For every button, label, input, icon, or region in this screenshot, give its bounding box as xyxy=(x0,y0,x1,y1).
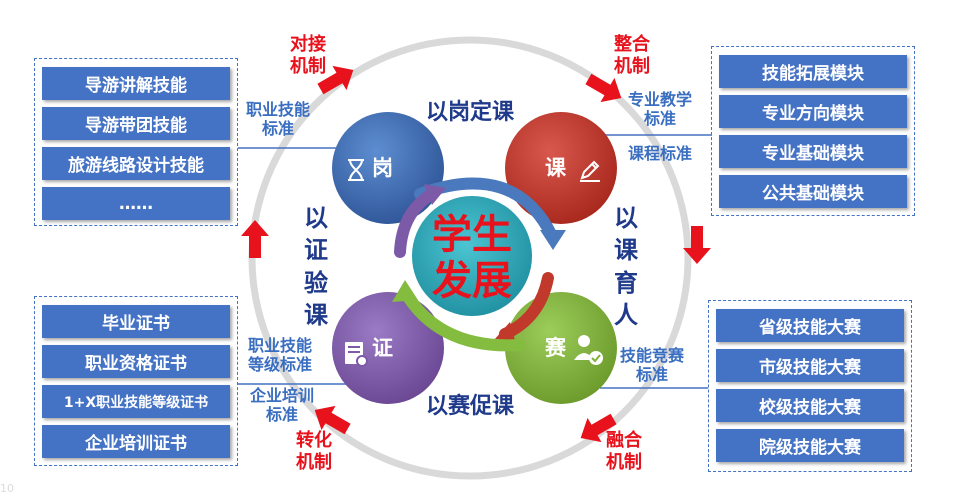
panel-item: 旅游线路设计技能 xyxy=(42,147,230,180)
red-arrow-right xyxy=(683,226,711,264)
mechanism-top-right: 整合 机制 xyxy=(614,34,650,77)
certificate-icon xyxy=(345,342,368,367)
center-line-1: 学生 xyxy=(432,212,512,258)
cycle-arrow-green xyxy=(399,286,526,352)
center-line-2: 发展 xyxy=(432,258,512,304)
mechanism-bottom-right-line-1: 融合 xyxy=(606,430,642,451)
panel-skills: 导游讲解技能 导游带团技能 旅游线路设计技能 …… xyxy=(34,58,238,226)
panel-item: 1+X职业技能等级证书 xyxy=(42,385,230,418)
panel-item: 导游讲解技能 xyxy=(42,67,230,100)
main-label-left: 以证验课 xyxy=(304,204,328,330)
panel-item: 企业培训证书 xyxy=(42,425,230,458)
standard-top-left: 职业技能 标准 xyxy=(246,100,310,138)
mechanism-top-left: 对接 机制 xyxy=(290,34,326,77)
standard-bottom-left-cert-line-1: 职业技能 xyxy=(248,336,313,355)
standard-bottom-left-training-line-1: 企业培训 xyxy=(250,386,315,405)
node-label-sai: 赛 xyxy=(545,336,566,360)
standard-bottom-right-line-1: 技能竞赛 xyxy=(620,346,685,365)
panel-item: 院级技能大赛 xyxy=(716,429,904,462)
standard-top-right-line-2: 标准 xyxy=(644,109,677,129)
panel-item: …… xyxy=(42,187,230,220)
standard-bottom-right-line-2: 标准 xyxy=(636,365,669,385)
mechanism-top-left-line-1: 对接 xyxy=(290,34,326,55)
standard-top-right: 专业教学 标准 xyxy=(628,90,692,128)
main-label-right: 以课育人 xyxy=(614,204,638,330)
panel-competitions: 省级技能大赛 市级技能大赛 校级技能大赛 院级技能大赛 xyxy=(708,300,912,472)
mechanism-bottom-right-line-2: 机制 xyxy=(606,451,642,473)
user-check-icon xyxy=(574,335,603,365)
red-arrow-top-right xyxy=(585,73,622,103)
panel-item: 省级技能大赛 xyxy=(716,309,904,342)
cycle-arrow-green-head xyxy=(392,280,418,302)
mechanism-top-right-line-2: 机制 xyxy=(614,55,650,77)
standard-bottom-right: 技能竞赛 标准 xyxy=(620,346,684,384)
standard-bottom-left-training: 企业培训 标准 xyxy=(250,386,314,424)
hourglass-icon xyxy=(348,159,364,181)
red-arrow-left xyxy=(241,220,269,258)
mechanism-top-left-line-2: 机制 xyxy=(290,55,326,77)
panel-item: 校级技能大赛 xyxy=(716,389,904,422)
panel-item: 专业方向模块 xyxy=(719,95,907,128)
center-circle xyxy=(412,196,532,316)
standard-bottom-left-cert: 职业技能 等级标准 xyxy=(248,336,312,374)
panel-item: 职业资格证书 xyxy=(42,345,230,378)
standard-bottom-left-training-line-2: 标准 xyxy=(266,405,299,425)
standard-top-right-course: 课程标准 xyxy=(628,144,693,163)
cycle-arrow-red-head xyxy=(494,322,516,344)
panel-item: 市级技能大赛 xyxy=(716,349,904,382)
standard-top-left-line-1: 职业技能 xyxy=(246,100,311,119)
node-circle-ke xyxy=(505,112,617,224)
panel-item: 毕业证书 xyxy=(42,305,230,338)
standard-bottom-left-cert-line-2: 等级标准 xyxy=(248,355,313,375)
main-label-top: 以岗定课 xyxy=(426,100,515,125)
mechanism-bottom-right: 融合 机制 xyxy=(606,430,642,473)
red-arrow-bottom-left xyxy=(314,405,351,435)
panel-modules: 技能拓展模块 专业方向模块 专业基础模块 公共基础模块 xyxy=(711,46,915,216)
mechanism-top-right-line-1: 整合 xyxy=(614,34,650,55)
center-title: 学生 发展 xyxy=(432,212,512,304)
panel-certificates: 毕业证书 职业资格证书 1+X职业技能等级证书 企业培训证书 xyxy=(34,296,238,466)
cycle-arrow-purple-head xyxy=(424,184,446,205)
page-number: 10 xyxy=(0,482,14,495)
red-arrow-top-left xyxy=(317,65,354,95)
standard-top-right-line-1: 专业教学 xyxy=(628,90,693,109)
cycle-arrow-blue-head xyxy=(540,230,566,250)
panel-item: 导游带团技能 xyxy=(42,107,230,140)
panel-item: 技能拓展模块 xyxy=(719,55,907,88)
node-label-ke: 课 xyxy=(545,156,566,180)
red-arrow-bottom-right xyxy=(580,413,617,443)
pencil-icon xyxy=(580,160,600,182)
main-label-bottom: 以赛促课 xyxy=(426,394,515,419)
node-label-zheng: 证 xyxy=(372,336,393,360)
panel-item: 专业基础模块 xyxy=(719,135,907,168)
mechanism-bottom-left-line-1: 转化 xyxy=(296,430,332,451)
panel-item: 公共基础模块 xyxy=(719,175,907,208)
node-label-gang: 岗 xyxy=(372,156,393,180)
standard-top-left-line-2: 标准 xyxy=(262,119,295,139)
mechanism-bottom-left-line-2: 机制 xyxy=(296,451,332,473)
cycle-arrow-purple xyxy=(394,188,438,258)
mechanism-bottom-left: 转化 机制 xyxy=(296,430,332,473)
node-circle-zheng xyxy=(332,292,444,404)
